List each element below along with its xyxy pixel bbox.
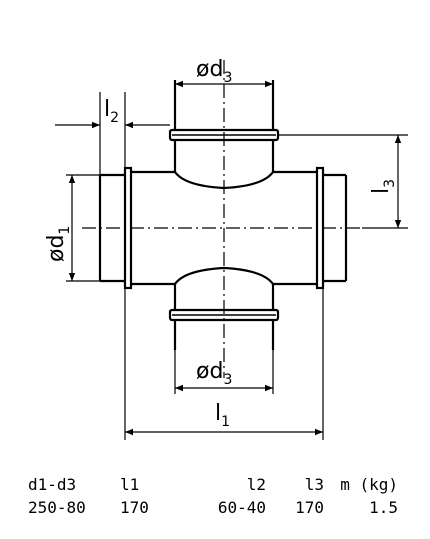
dimension-l3: l3 [278,134,408,229]
label-d3-top: ød3 [196,57,232,86]
header-mass: m (kg) [340,475,398,494]
label-l3: l3 [369,179,398,194]
label-d3-bottom: ød3 [196,359,232,388]
cell-d1-d3: 250-80 [28,498,86,517]
dimension-l1: l1 [124,288,324,440]
bottom-branch [168,284,280,350]
spec-table: d1-d3 l1 l2 l3 m (kg) 250-80 170 60-40 1… [28,475,398,521]
header-l3: l3 [304,475,324,494]
dimension-l2: l2 [55,92,170,175]
header-l1: l1 [120,475,140,494]
cell-l1: 170 [120,498,149,517]
label-l1: l1 [215,401,230,430]
table-header-row: d1-d3 l1 l2 l3 m (kg) [28,475,398,498]
header-d1-d3: d1-d3 [28,475,77,494]
header-l2: l2 [246,475,266,494]
label-d1: ød1 [44,226,73,262]
dimension-d3-bottom: ød3 [174,350,274,394]
label-l2: l2 [104,97,119,126]
dimension-d1: ød1 [44,174,100,282]
table-row: 250-80 170 60-40 170 1.5 [28,498,398,521]
cell-l2: 60-40 [217,498,266,517]
dimension-d3-top: ød3 [175,57,273,88]
cell-mass: 1.5 [369,498,398,517]
cell-l3: 170 [295,498,324,517]
